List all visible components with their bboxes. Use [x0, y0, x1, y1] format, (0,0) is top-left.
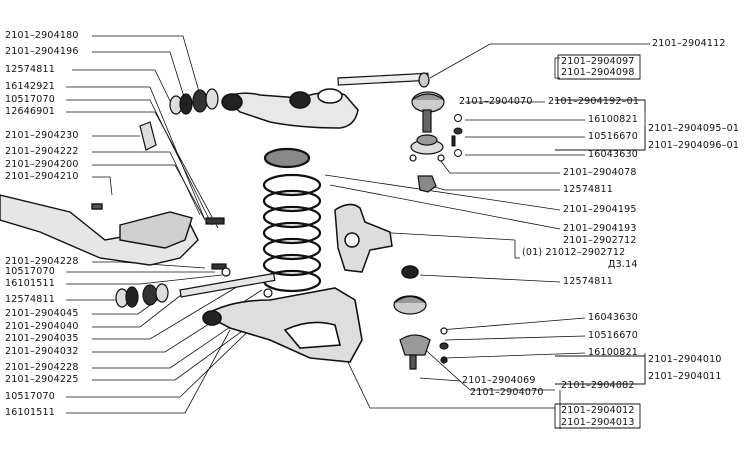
label-2101-2904098: 2101–2904098 — [561, 67, 635, 78]
label-2101-2904193: 2101–2904193 — [563, 223, 637, 234]
label-16142921: 16142921 — [5, 81, 55, 92]
upper-control-arm — [221, 88, 359, 129]
label-2101-2904045: 2101–2904045 — [5, 308, 79, 319]
label-2101-2904228-b: 2101–2904228 — [5, 362, 79, 373]
label-2101-2904112: 2101–2904112 — [652, 38, 726, 49]
lower-ball-joint — [393, 295, 449, 370]
label-2101-2904095-01: 2101–2904095–01 — [648, 123, 740, 134]
label-2101-2904222: 2101–2904222 — [5, 146, 79, 157]
upper-bushings — [169, 88, 219, 115]
label-2101-2904069: 2101–2904069 — [462, 375, 536, 386]
label-16100821: 16100821 — [588, 114, 638, 125]
brackets-bolts — [139, 121, 231, 277]
upper-ball-joint — [409, 91, 445, 193]
label-2101-2904195: 2101–2904195 — [563, 204, 637, 215]
label-2101-2904070: 2101–2904070 — [459, 96, 533, 107]
label-16043630-b: 16043630 — [588, 312, 638, 323]
label-2101-2904035: 2101–2904035 — [5, 333, 79, 344]
label-2101-2904192-01: 2101–2904192–01 — [548, 96, 640, 107]
label-2101-2904200: 2101–2904200 — [5, 159, 79, 170]
label-2101-2904180: 2101–2904180 — [5, 30, 79, 41]
cross-member — [0, 194, 199, 266]
label-10516670-b: 10516670 — [588, 330, 638, 341]
label-10517070: 10517070 — [5, 94, 55, 105]
label-d3-14: Д3.14 — [608, 259, 638, 270]
label-2101-2904012: 2101–2904012 — [561, 405, 635, 416]
label-2101-2904013: 2101–2904013 — [561, 417, 635, 428]
label-2101-2902712: 2101–2902712 — [563, 235, 637, 246]
label-brackets — [554, 54, 646, 429]
label-2101-2904070-b: 2101–2904070 — [470, 387, 544, 398]
label-2101-2904196: 2101–2904196 — [5, 46, 79, 57]
label-12574811-b: 12574811 — [5, 294, 55, 305]
steering-knuckle — [334, 203, 419, 279]
label-16100821-b: 16100821 — [588, 347, 638, 358]
label-2101-2904010: 2101–2904010 — [648, 354, 722, 365]
upper-fasteners — [451, 114, 463, 157]
lower-control-arm — [202, 287, 363, 363]
label-2101-2904230: 2101–2904230 — [5, 130, 79, 141]
label-2101-2904097: 2101–2904097 — [561, 56, 635, 67]
label-2101-2904078: 2101–2904078 — [563, 167, 637, 178]
label-10517070-b: 10517070 — [5, 266, 55, 277]
label-2101-2904210: 2101–2904210 — [5, 171, 79, 182]
label-2101-2904096-01: 2101–2904096–01 — [648, 140, 740, 151]
label-12574811: 12574811 — [5, 64, 55, 75]
coil-spring — [262, 147, 322, 293]
label-2101-2904228: 2101–2904228 — [5, 256, 79, 267]
shock-absorber — [115, 272, 276, 308]
label-2101-2904011: 2101–2904011 — [648, 371, 722, 382]
label-16043630: 16043630 — [588, 149, 638, 160]
upper-axle-rod — [337, 72, 430, 88]
label-10516670: 10516670 — [588, 131, 638, 142]
label-12646901: 12646901 — [5, 106, 55, 117]
label-12574811-c: 12574811 — [563, 184, 613, 195]
label-2101-2904082: 2101–2904082 — [561, 380, 635, 391]
label-12574811-d: 12574811 — [563, 276, 613, 287]
label-10517070-c: 10517070 — [5, 391, 55, 402]
leader-lines — [66, 35, 650, 429]
label-2101-2904032: 2101–2904032 — [5, 346, 79, 357]
label-01-21012-2902712: (01) 21012–2902712 — [522, 247, 626, 258]
label-16101511-b: 16101511 — [5, 407, 55, 418]
label-16101511: 16101511 — [5, 278, 55, 289]
label-2101-2904040: 2101–2904040 — [5, 321, 79, 332]
label-2101-2904225: 2101–2904225 — [5, 374, 79, 385]
